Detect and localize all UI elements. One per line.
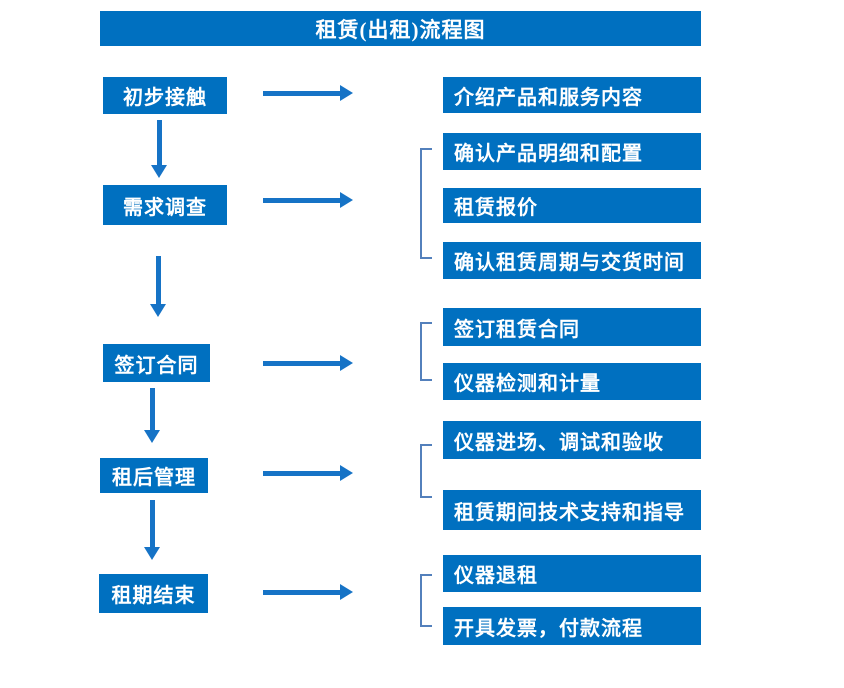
arrow-shaft	[156, 256, 161, 304]
flow-title: 租赁(出租)流程图	[100, 11, 701, 46]
arrow-shaft	[263, 590, 341, 595]
arrow-shaft	[263, 361, 341, 366]
arrow-head	[340, 355, 353, 371]
arrow-right-icon	[263, 85, 353, 101]
arrow-head	[144, 547, 160, 560]
arrow-down-icon	[151, 120, 168, 178]
arrow-shaft	[150, 388, 155, 430]
detail-sign-rental-contract: 签订租赁合同	[443, 308, 701, 346]
detail-instrument-return: 仪器退租	[443, 555, 701, 592]
detail-instrument-testing: 仪器检测和计量	[443, 363, 701, 400]
detail-rental-tech-support: 租赁期间技术支持和指导	[443, 490, 701, 530]
arrow-right-icon	[263, 355, 353, 371]
arrow-head	[150, 304, 166, 317]
arrow-down-icon	[144, 500, 161, 560]
step-demand-survey: 需求调查	[103, 185, 227, 225]
arrow-head	[144, 430, 160, 443]
arrow-shaft	[263, 91, 341, 96]
group-bracket	[420, 322, 432, 381]
step-initial-contact: 初步接触	[103, 77, 227, 114]
detail-introduce-products: 介绍产品和服务内容	[443, 77, 701, 113]
arrow-right-icon	[263, 584, 353, 600]
arrow-head	[151, 165, 167, 178]
arrow-shaft	[150, 500, 155, 547]
arrow-head	[340, 192, 353, 208]
group-bracket	[420, 574, 432, 627]
group-bracket	[420, 444, 432, 498]
arrow-head	[340, 465, 353, 481]
detail-invoice-payment: 开具发票，付款流程	[443, 607, 701, 645]
arrow-down-icon	[150, 256, 167, 317]
arrow-down-icon	[144, 388, 161, 443]
step-rental-end: 租期结束	[99, 574, 208, 613]
arrow-right-icon	[263, 192, 353, 208]
step-sign-contract: 签订合同	[103, 344, 210, 382]
arrow-shaft	[263, 471, 341, 476]
arrow-head	[340, 85, 353, 101]
detail-instrument-setup-acceptance: 仪器进场、调试和验收	[443, 421, 701, 459]
detail-rental-quote: 租赁报价	[443, 188, 701, 223]
arrow-right-icon	[263, 465, 353, 481]
detail-confirm-rental-period: 确认租赁周期与交货时间	[443, 242, 701, 279]
group-bracket	[420, 148, 432, 259]
arrow-shaft	[157, 120, 162, 165]
arrow-head	[340, 584, 353, 600]
step-post-rental-management: 租后管理	[100, 458, 208, 493]
detail-confirm-product-details: 确认产品明细和配置	[443, 133, 701, 170]
arrow-shaft	[263, 198, 341, 203]
